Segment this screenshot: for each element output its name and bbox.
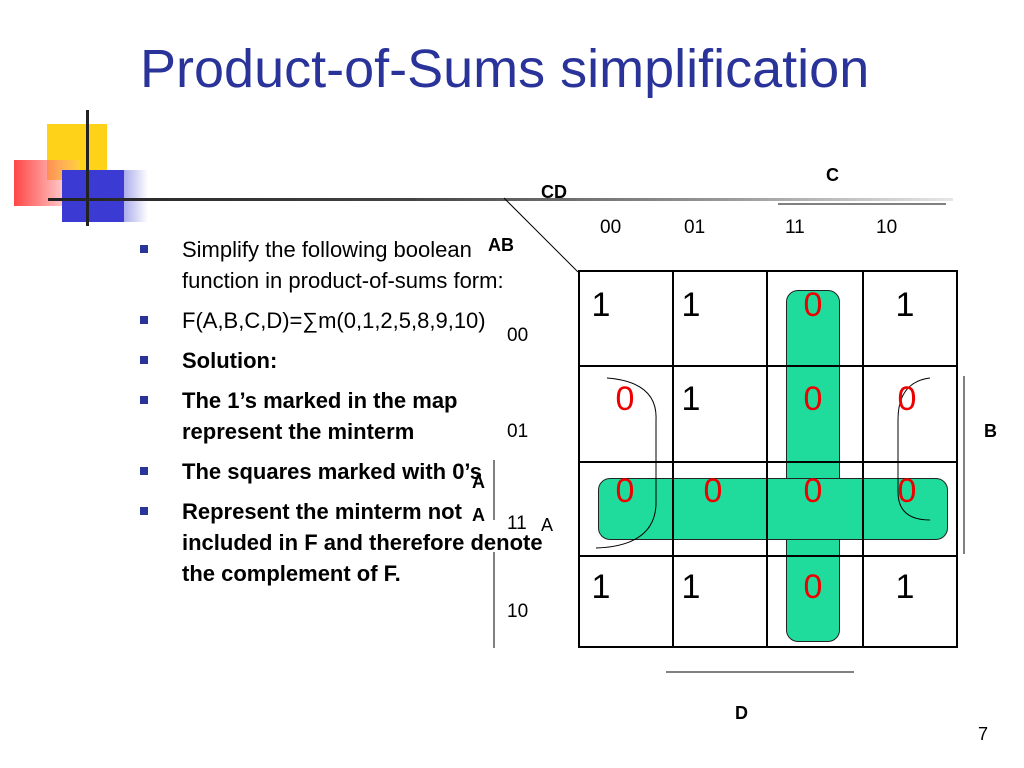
- bullet-item: Represent the minterm not included in F …: [140, 496, 560, 589]
- grid-divider: [862, 272, 864, 646]
- ab-label: AB: [488, 235, 514, 255]
- bullet-text: Simplify the following boolean function …: [182, 237, 504, 293]
- grid-divider: [580, 365, 956, 367]
- bullet-item: F(A,B,C,D)=∑m(0,1,2,5,8,9,10): [140, 305, 560, 336]
- bullet-marker: [140, 245, 148, 253]
- row-header: 01: [507, 421, 529, 442]
- kmap-cell: 0: [615, 380, 635, 418]
- kmap-cell: 1: [591, 568, 611, 606]
- kmap-cell: 0: [803, 472, 823, 510]
- a-label-left: A: [472, 472, 485, 492]
- group-column-cd11: [786, 290, 840, 642]
- a-label: A: [541, 515, 554, 535]
- bullet-marker: [140, 507, 148, 515]
- kmap-cell: 0: [703, 472, 723, 510]
- slide-number: 7: [978, 724, 989, 744]
- grid-divider: [672, 272, 674, 646]
- grid-divider: [766, 272, 768, 646]
- left-wrap-bracket: [595, 377, 657, 549]
- c-label: C: [826, 165, 839, 185]
- bullet-item: The 1’s marked in the map represent the …: [140, 385, 560, 447]
- kmap-cell: 0: [803, 286, 823, 324]
- grid-divider: [580, 461, 956, 463]
- kmap-cell: 0: [803, 380, 823, 418]
- kmap-cell: 1: [681, 380, 701, 418]
- slide-title: Product-of-Sums simplification: [140, 39, 870, 99]
- bullet-text: The squares marked with 0’s: [182, 459, 482, 484]
- row-header: 11: [507, 513, 527, 534]
- bullet-item: The squares marked with 0’s: [140, 456, 560, 487]
- d-label: D: [735, 703, 748, 723]
- bullet-marker: [140, 316, 148, 324]
- grid-divider: [580, 555, 956, 557]
- col-header: 10: [876, 217, 898, 238]
- kmap-cell: 0: [897, 380, 917, 418]
- decor-vertical-line: [86, 110, 89, 226]
- kmap-cell: 1: [591, 286, 611, 324]
- kmap-cell: 0: [615, 472, 635, 510]
- bullet-list: Simplify the following boolean function …: [140, 234, 560, 598]
- title-underline: [48, 198, 953, 201]
- bullet-text: The 1’s marked in the map represent the …: [182, 388, 458, 444]
- cd-label: CD: [541, 182, 567, 202]
- a-label-left: A: [472, 505, 485, 525]
- bullet-text: F(A,B,C,D)=∑m(0,1,2,5,8,9,10): [182, 308, 486, 333]
- bullet-marker: [140, 467, 148, 475]
- right-wrap-bracket: [897, 377, 931, 521]
- row-header: 00: [507, 325, 529, 346]
- bullet-item: Simplify the following boolean function …: [140, 234, 560, 296]
- col-header: 00: [600, 217, 622, 238]
- bullet-marker: [140, 356, 148, 364]
- b-label: B: [984, 421, 997, 441]
- kmap-cell: 1: [895, 286, 915, 324]
- col-header: 01: [684, 217, 706, 238]
- kmap-cell: 1: [895, 568, 915, 606]
- row-header: 10: [507, 601, 529, 622]
- kmap-cell: 1: [681, 568, 701, 606]
- kmap-cell: 0: [803, 568, 823, 606]
- kmap-diagonal: [503, 197, 579, 273]
- bullet-marker: [140, 396, 148, 404]
- bullet-text: Solution:: [182, 348, 278, 373]
- kmap-cell: 1: [681, 286, 701, 324]
- bullet-item: Solution:: [140, 345, 560, 376]
- bullet-text: Represent the minterm not included in F …: [182, 499, 543, 586]
- kmap-grid: [578, 270, 958, 648]
- decor-blue-fade: [108, 170, 148, 222]
- kmap-cell: 0: [897, 472, 917, 510]
- col-header: 11: [785, 217, 805, 238]
